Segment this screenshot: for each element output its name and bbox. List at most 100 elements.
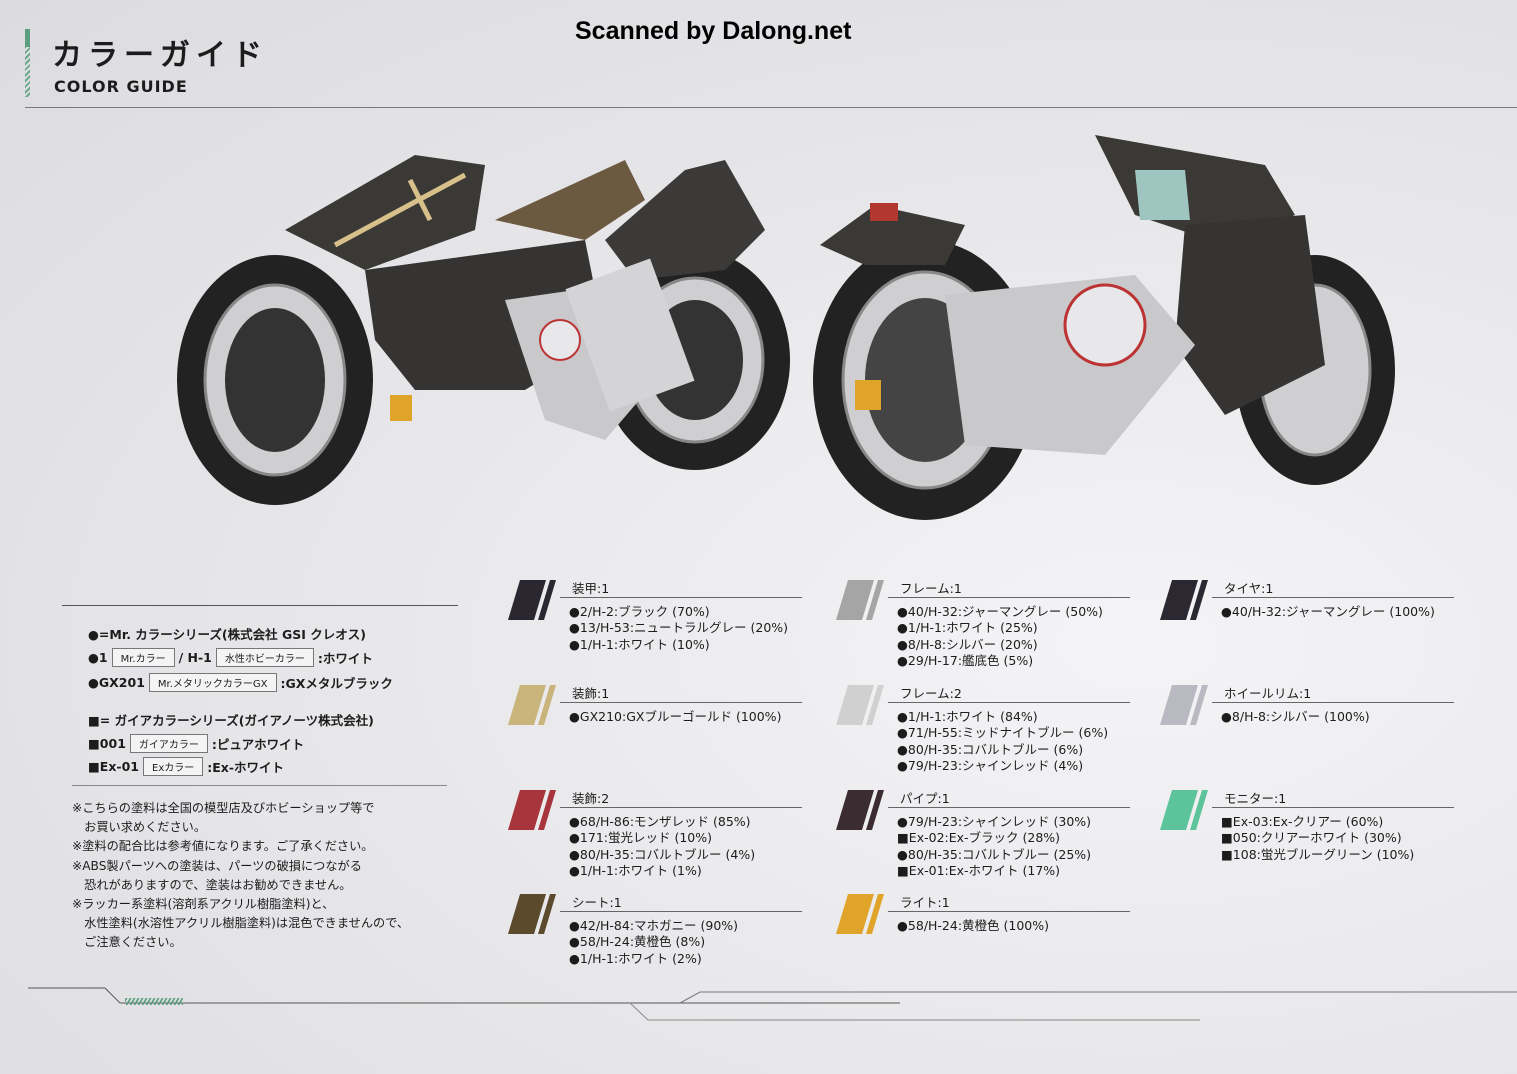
paint-mix-item: ●2/H-2:ブラック (70%) [569, 604, 710, 619]
headlight [390, 395, 412, 421]
color-chip-icon [508, 790, 556, 830]
paint-mix-item: ●68/H-86:モンザレッド (85%) [569, 814, 751, 829]
brand-tag: 水性ホビーカラー [215, 648, 314, 667]
part-label: パイプ:1 [900, 791, 950, 806]
paint-mix-list: ●79/H-23:シャインレッド (30%)■Ex-02:Ex-ブラック (28… [897, 814, 1091, 879]
paint-mix-item: ●1/H-1:ホワイト (1%) [569, 862, 702, 878]
legend-row-ex01: ■Ex-01 Exカラー :Ex-ホワイト [88, 757, 284, 776]
paint-mix-item: ■Ex-03:Ex-クリアー (60%) [1221, 814, 1384, 829]
part-label: 装甲:1 [572, 581, 610, 596]
brand-tag: Exカラー [143, 757, 204, 776]
part-divider [560, 702, 802, 703]
legend-gaia-color-series: ■= ガイアカラーシリーズ(ガイアノーツ株式会社) [88, 713, 374, 728]
color-chip-icon [508, 580, 556, 620]
paint-mix-item: ●13/H-53:ニュートラルグレー (20%) [569, 620, 789, 636]
part-divider [1212, 807, 1454, 808]
paint-mix-item: ●79/H-23:シャインレッド (4%) [897, 757, 1084, 773]
legend-mr-color-series: ●=Mr. カラーシリーズ(株式会社 GSI クレオス) [88, 627, 366, 642]
part-label: フレーム:1 [900, 581, 962, 596]
color-chip-icon [508, 685, 556, 725]
paint-mix-item: ●40/H-32:ジャーマングレー (50%) [897, 604, 1103, 619]
part-label: シート:1 [572, 895, 622, 910]
rear-cowl [285, 155, 485, 270]
paint-mix-list: ■Ex-03:Ex-クリアー (60%)■050:クリアーホワイト (30%)■… [1221, 814, 1414, 863]
paint-mix-list: ●2/H-2:ブラック (70%)●13/H-53:ニュートラルグレー (20%… [569, 604, 788, 653]
part-divider [1212, 597, 1454, 598]
color-chip-icon [1160, 685, 1208, 725]
part-label: 装飾:1 [572, 686, 610, 701]
legend-row-001: ■001 ガイアカラー :ピュアホワイト [88, 734, 304, 753]
paint-mix-list: ●1/H-1:ホワイト (84%)●71/H-55:ミッドナイトブルー (6%)… [897, 709, 1108, 774]
paint-code-alt: / H-1 [178, 650, 212, 665]
frame [945, 275, 1195, 455]
part-divider [888, 807, 1130, 808]
paint-mix-item: ■Ex-02:Ex-ブラック (28%) [897, 830, 1061, 846]
motorcycle-image-right-view [813, 135, 1395, 520]
color-chip-icon [836, 580, 884, 620]
legend-row-h1: ●1 Mr.カラー / H-1 水性ホビーカラー :ホワイト [88, 648, 373, 667]
header-accent-bar [25, 29, 30, 97]
paint-mix-item: ●80/H-35:コバルトブルー (6%) [897, 741, 1084, 757]
paint-mix-item: ●42/H-84:マホガニー (90%) [569, 918, 739, 933]
part-divider [1212, 702, 1454, 703]
header-divider [25, 107, 1517, 108]
paint-mix-item: ●29/H-17:艦底色 (5%) [897, 652, 1034, 668]
monitor-screen [1135, 170, 1190, 220]
part-divider [888, 911, 1130, 912]
paint-mix-item: ●1/H-1:ホワイト (84%) [897, 709, 1038, 724]
part-label: タイヤ:1 [1224, 581, 1274, 596]
seat [495, 160, 645, 240]
part-label: フレーム:2 [900, 686, 962, 701]
legend-top-divider [62, 605, 458, 606]
footer-decoration [0, 980, 1517, 1030]
paint-mix-list: ●40/H-32:ジャーマングレー (50%)●1/H-1:ホワイト (25%)… [897, 604, 1103, 669]
part-divider [560, 911, 802, 912]
part-divider [560, 807, 802, 808]
paint-mix-list: ●58/H-24:黄橙色 (100%) [897, 918, 1049, 934]
part-label: ホイールリム:1 [1224, 686, 1312, 701]
paint-mix-list: ●40/H-32:ジャーマングレー (100%) [1221, 604, 1435, 620]
paint-mix-item: ●71/H-55:ミッドナイトブルー (6%) [897, 725, 1109, 741]
page-title-english: COLOR GUIDE [54, 77, 188, 96]
paint-code: ●GX201 [88, 675, 145, 690]
paint-mix-list: ●68/H-86:モンザレッド (85%)●171:蛍光レッド (10%)●80… [569, 814, 755, 879]
part-divider [560, 597, 802, 598]
part-label: モニター:1 [1224, 791, 1287, 806]
brand-tag: Mr.メタリックカラーGX [148, 673, 277, 692]
legend-bottom-divider [72, 785, 447, 786]
headlight [855, 380, 881, 410]
paint-code: ●1 [88, 650, 108, 665]
paint-mix-item: ●79/H-23:シャインレッド (30%) [897, 814, 1092, 829]
legend-row-gx201: ●GX201 Mr.メタリックカラーGX :GXメタルブラック [88, 673, 393, 692]
color-chip-icon [508, 894, 556, 934]
paint-mix-item: ●8/H-8:シルバー (20%) [897, 636, 1038, 652]
part-label: 装飾:2 [572, 791, 610, 806]
paint-mix-item: ●171:蛍光レッド (10%) [569, 830, 712, 846]
brand-tag: ガイアカラー [129, 734, 208, 753]
color-chip-icon [836, 790, 884, 830]
color-chip-icon [1160, 790, 1208, 830]
paint-mix-item: ●80/H-35:コバルトブルー (4%) [569, 846, 756, 862]
paint-mix-item: ●8/H-8:シルバー (100%) [1221, 709, 1370, 724]
paint-mix-item: ●40/H-32:ジャーマングレー (100%) [1221, 604, 1435, 619]
scan-watermark: Scanned by Dalong.net [575, 17, 852, 45]
color-chip-icon [836, 894, 884, 934]
paint-name: :GXメタルブラック [280, 676, 393, 691]
paint-mix-item: ■108:蛍光ブルーグリーン (10%) [1221, 846, 1415, 862]
part-divider [888, 597, 1130, 598]
note-where-to-buy: ※こちらの塗料は全国の模型店及びホビーショップ等で お買い求めください。 [72, 801, 375, 835]
paint-name: :Ex-ホワイト [207, 760, 285, 775]
page-title-japanese: カラーガイド [52, 38, 268, 73]
paint-mix-item: ●1/H-1:ホワイト (2%) [569, 950, 702, 966]
paint-name: :ホワイト [317, 651, 373, 666]
side-panel [1175, 215, 1325, 415]
tail-section [820, 205, 965, 265]
paint-name: :ピュアホワイト [211, 737, 305, 752]
paint-mix-item: ●1/H-1:ホワイト (25%) [897, 620, 1038, 636]
paint-mix-item: ■050:クリアーホワイト (30%) [1221, 830, 1402, 846]
note-abs-parts: ※ABS製パーツへの塗装は、パーツの破損につながる 恐れがありますので、塗装はお… [72, 859, 362, 893]
paint-mix-item: ●1/H-1:ホワイト (10%) [569, 636, 710, 652]
color-chip-icon [836, 685, 884, 725]
part-label: ライト:1 [900, 895, 950, 910]
brand-tag: Mr.カラー [111, 648, 175, 667]
